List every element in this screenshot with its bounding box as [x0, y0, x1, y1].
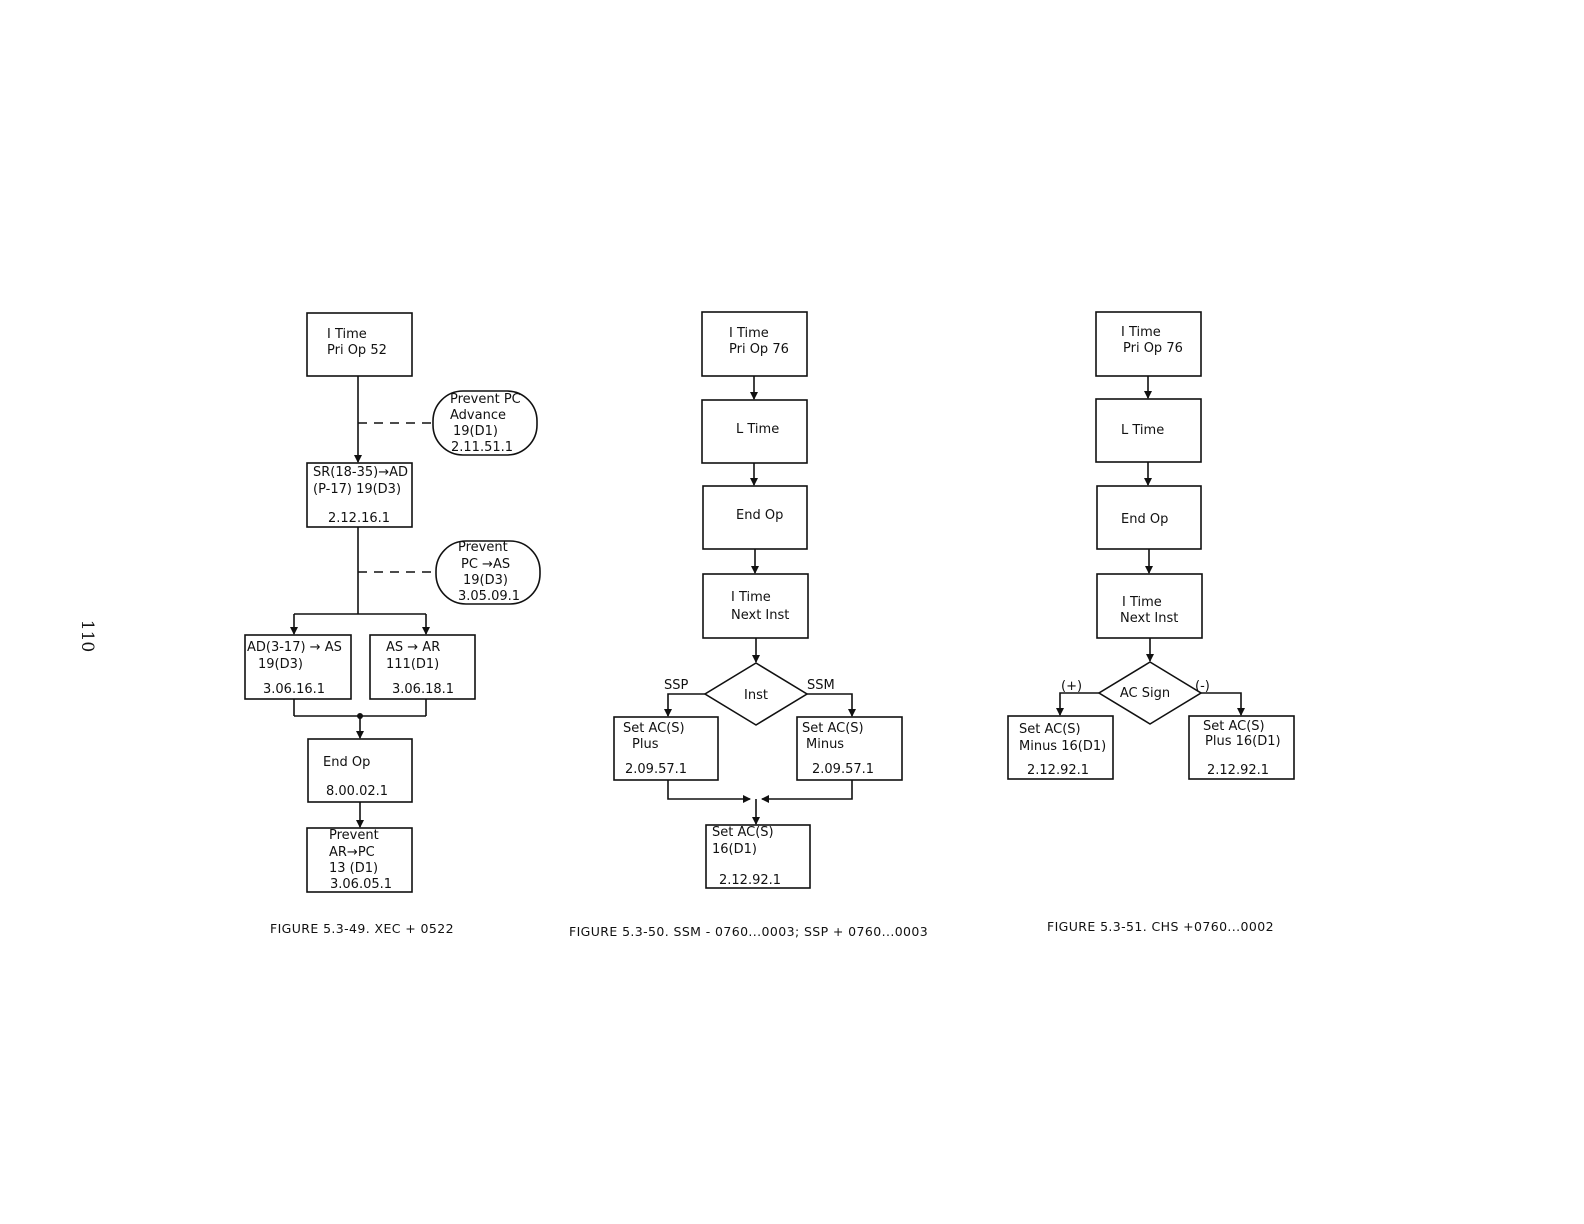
note-text: 3.05.09.1: [458, 589, 520, 604]
note-text: Prevent: [458, 540, 508, 555]
box-text: SR(18-35)→AD: [313, 465, 408, 480]
note-text: PC →AS: [461, 557, 510, 572]
note-text: 19(D1): [453, 424, 498, 439]
sr-to-ad-box: [306, 462, 413, 528]
box-text: 2.09.57.1: [812, 762, 874, 777]
l-time-box: [1095, 398, 1202, 463]
box-text: 111(D1): [386, 657, 439, 672]
as-to-ar-box: [369, 634, 476, 700]
box-text: I Time: [1121, 325, 1161, 340]
set-ac-plus-16-box: [1188, 715, 1295, 780]
box-text: End Op: [736, 508, 783, 523]
figure-5-3-50: I Time Pri Op 76 L Time End Op I Time Ne…: [569, 311, 928, 939]
figure-5-3-51: I Time Pri Op 76 L Time End Op I Time Ne…: [1007, 311, 1295, 934]
note-text: 19(D3): [463, 573, 508, 588]
box-text: I Time: [731, 590, 771, 605]
branch-label: (-): [1195, 679, 1210, 694]
itime-next-inst-box: [702, 573, 809, 639]
box-text: 2.12.92.1: [719, 873, 781, 888]
end-op-box: [1096, 485, 1202, 550]
branch-label: SSP: [664, 678, 689, 693]
inst-decision-diamond: [703, 662, 809, 726]
box-text: End Op: [1121, 512, 1168, 527]
box-text: AR→PC: [329, 845, 375, 860]
figure-caption: FIGURE 5.3-51. CHS +0760...0002: [1047, 919, 1274, 934]
box-text: 3.06.16.1: [263, 682, 325, 697]
branch-plus-arrow: [1056, 692, 1099, 716]
branch-minus-arrow: [1201, 692, 1245, 716]
set-ac-minus-box: [796, 716, 903, 781]
box-text: 3.06.05.1: [330, 877, 392, 892]
box-text: 2.09.57.1: [625, 762, 687, 777]
set-ac-minus-16-box: [1007, 715, 1114, 780]
box-text: Pri Op 76: [1123, 341, 1183, 356]
box-text: I Time: [327, 327, 367, 342]
prevent-ar-pc-box: [306, 827, 413, 893]
box-text: Set AC(S): [712, 825, 774, 840]
merge-arrow: [667, 780, 751, 803]
prevent-pc-advance-note: [432, 390, 538, 456]
box-text: End Op: [323, 755, 370, 770]
box-text: Set AC(S): [802, 721, 864, 736]
box-text: I Time: [1122, 595, 1162, 610]
itime-pri-op-76-box: [1095, 311, 1202, 377]
box-text: (P-17) 19(D3): [313, 482, 401, 497]
end-op-box: [702, 485, 808, 550]
box-text: Plus 16(D1): [1205, 734, 1281, 749]
box-text: L Time: [736, 422, 779, 437]
box-text: Set AC(S): [1019, 722, 1081, 737]
box-text: 2.12.92.1: [1207, 763, 1269, 778]
box-text: Set AC(S): [623, 721, 685, 736]
itime-next-inst-box: [1096, 573, 1203, 639]
figure-caption: FIGURE 5.3-49. XEC + 0522: [270, 921, 454, 936]
box-text: Minus 16(D1): [1019, 739, 1106, 754]
itime-pri-op-52-box: [306, 312, 413, 377]
box-text: Set AC(S): [1203, 719, 1265, 734]
page-number: 110: [77, 620, 97, 652]
branch-label: SSM: [807, 678, 835, 693]
figure-caption: FIGURE 5.3-50. SSM - 0760...0003; SSP + …: [569, 924, 928, 939]
merge-arrow: [761, 780, 853, 803]
box-text: L Time: [1121, 423, 1164, 438]
note-text: 2.11.51.1: [451, 440, 513, 455]
itime-pri-op-76-box: [701, 311, 808, 377]
end-op-box: [307, 738, 413, 803]
set-ac-plus-box: [613, 716, 719, 781]
box-text: 19(D3): [258, 657, 303, 672]
box-text: I Time: [729, 326, 769, 341]
prevent-pc-as-note: [435, 540, 541, 605]
box-text: Pri Op 52: [327, 343, 387, 358]
note-text: Prevent PC: [450, 392, 521, 407]
box-text: 2.12.16.1: [328, 511, 390, 526]
branch-label: (+): [1061, 679, 1082, 694]
box-text: AS → AR: [386, 640, 440, 655]
box-text: Next Inst: [1120, 611, 1178, 626]
l-time-box: [701, 399, 808, 464]
box-text: Plus: [632, 737, 659, 752]
box-text: 8.00.02.1: [326, 784, 388, 799]
box-text: 3.06.18.1: [392, 682, 454, 697]
box-text: Next Inst: [731, 608, 789, 623]
figure-5-3-49: I Time Pri Op 52 Prevent PC Advance 19(D…: [244, 312, 541, 936]
box-text: Pri Op 76: [729, 342, 789, 357]
decision-text: AC Sign: [1120, 686, 1170, 701]
box-text: Prevent: [329, 828, 379, 843]
box-text: 16(D1): [712, 842, 757, 857]
box-text: 13 (D1): [329, 861, 378, 876]
decision-text: Inst: [744, 688, 768, 703]
box-text: 2.12.92.1: [1027, 763, 1089, 778]
note-text: Advance: [450, 408, 506, 423]
ac-sign-decision-diamond: [1097, 661, 1203, 725]
branch-ssp-arrow: [664, 693, 705, 717]
branch-ssm-arrow: [807, 693, 856, 717]
box-text: Minus: [806, 737, 844, 752]
set-ac-16-box: [705, 824, 811, 889]
ad-to-as-box: [244, 634, 352, 700]
box-text: AD(3-17) → AS: [247, 640, 342, 655]
